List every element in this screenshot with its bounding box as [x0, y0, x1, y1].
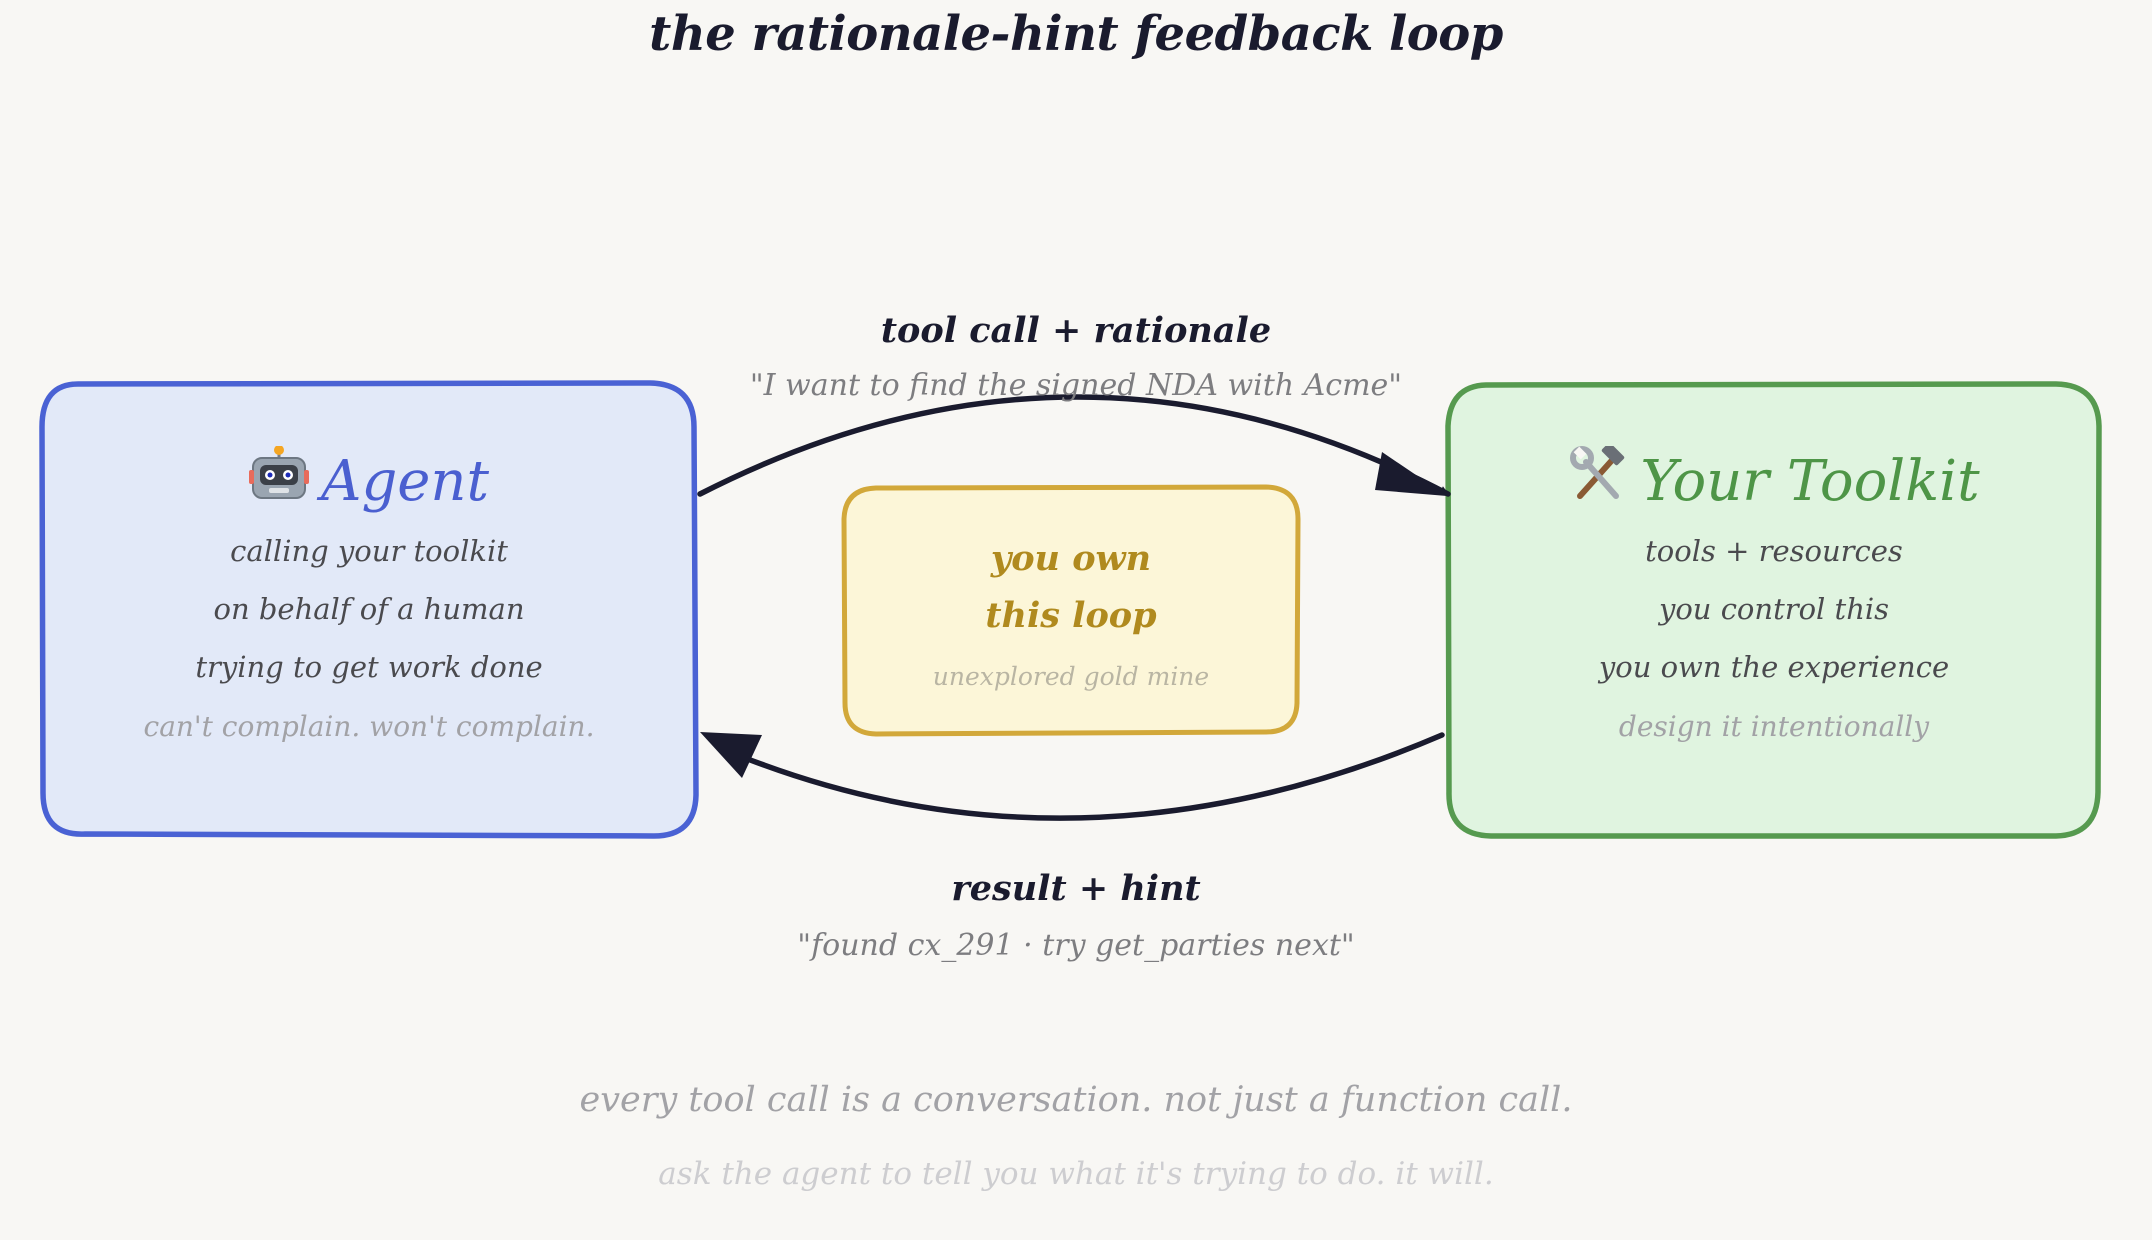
tool-call-arrowhead — [1375, 452, 1447, 496]
tool-call-arrow — [697, 394, 1451, 497]
tool-call-example: "I want to find the signed NDA with Acme… — [749, 368, 1403, 403]
toolkit-title-row: Your Toolkit — [1449, 442, 2099, 522]
toolkit-line-1: tools + resources — [1645, 534, 1903, 568]
toolkit-content: Your Toolkit tools + resources you contr… — [1449, 442, 2099, 743]
result-example: "found cx_291 · try get_parties next" — [797, 928, 1355, 963]
agent-line-1: calling your toolkit — [230, 534, 508, 568]
center-title-line-2: this loop — [985, 595, 1157, 636]
agent-box — [39, 380, 699, 839]
center-box — [841, 484, 1301, 737]
page-title: the rationale-hint feedback loop — [649, 6, 1503, 62]
toolkit-line-3: you own the experience — [1598, 650, 1950, 684]
tool-call-label: tool call + rationale — [880, 310, 1272, 351]
result-label: result + hint — [951, 868, 1201, 909]
footer-sub: ask the agent to tell you what it's tryi… — [658, 1156, 1494, 1192]
result-arrowhead — [700, 732, 762, 778]
agent-line-2: on behalf of a human — [213, 592, 525, 626]
robot-icon — [249, 444, 309, 526]
agent-content: Agent calling your toolkit on behalf of … — [44, 442, 694, 743]
toolkit-box — [1445, 381, 2102, 839]
hammer-and-wrench-icon — [1568, 442, 1628, 526]
footer-main: every tool call is a conversation. not j… — [579, 1080, 1573, 1120]
toolkit-line-2: you control this — [1658, 592, 1890, 626]
agent-note: can't complain. won't complain. — [143, 710, 595, 743]
agent-line-3: trying to get work done — [195, 650, 543, 684]
agent-title-row: Agent — [44, 442, 694, 522]
center-content: you own this loop unexplored gold mine — [844, 530, 1298, 691]
center-title-line-1: you own — [990, 538, 1152, 579]
result-arrow — [737, 732, 1445, 821]
toolkit-title: Your Toolkit — [1640, 449, 1980, 514]
agent-title: Agent — [321, 449, 489, 514]
toolkit-note: design it intentionally — [1618, 710, 1930, 743]
center-note: unexplored gold mine — [932, 662, 1210, 691]
